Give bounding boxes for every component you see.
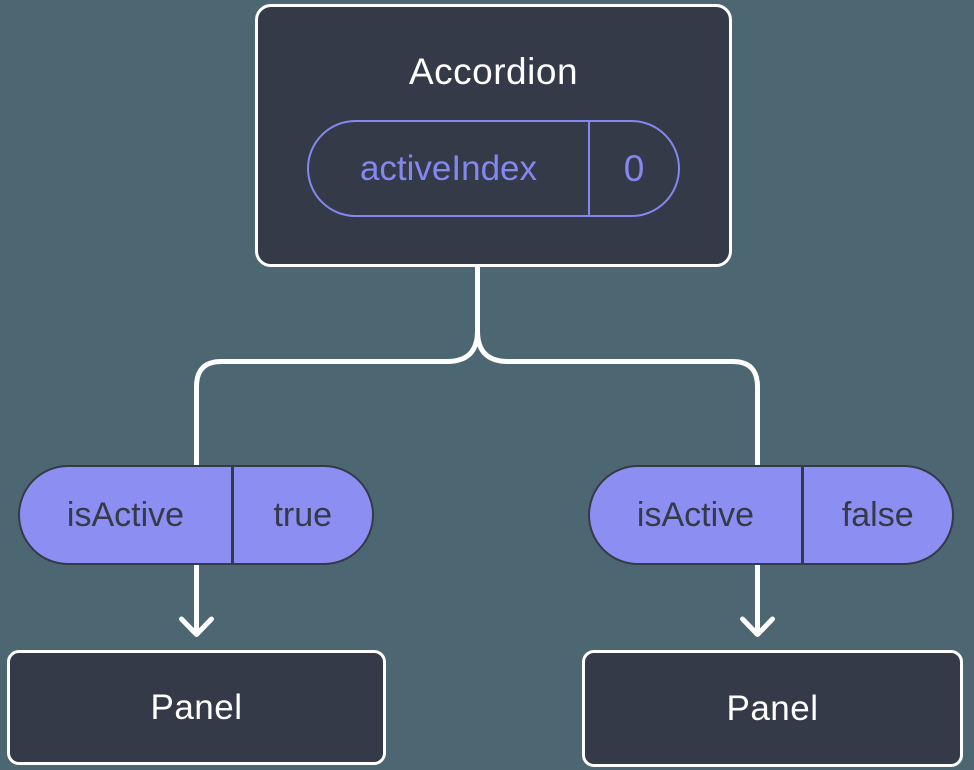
state-pill-value: 0 xyxy=(623,147,645,189)
prop-pill-right-label: isActive xyxy=(636,495,755,534)
prop-pill-left-divider xyxy=(231,467,234,563)
prop-pill-right: isActive false xyxy=(588,465,954,565)
accordion-title: Accordion xyxy=(408,51,579,92)
panel-right-label: Panel xyxy=(726,688,819,728)
branch-connector-left xyxy=(194,262,480,471)
prop-pill-left-label: isActive xyxy=(66,495,185,534)
state-pill-label: activeIndex xyxy=(359,148,538,188)
panel-node-right: Panel xyxy=(582,650,963,767)
panel-node-left: Panel xyxy=(7,650,386,765)
prop-pill-left-value: true xyxy=(273,495,333,534)
branch-connector-right xyxy=(475,262,760,471)
state-pill-divider xyxy=(588,122,590,215)
panel-left-label: Panel xyxy=(150,687,243,727)
arrow-left xyxy=(179,561,214,637)
prop-pill-right-value: false xyxy=(841,495,914,534)
prop-pill-right-divider xyxy=(801,467,804,563)
state-pill: activeIndex 0 xyxy=(307,120,680,217)
arrow-right xyxy=(740,561,775,637)
accordion-node: Accordion activeIndex 0 xyxy=(255,4,732,267)
prop-pill-left: isActive true xyxy=(18,465,374,565)
